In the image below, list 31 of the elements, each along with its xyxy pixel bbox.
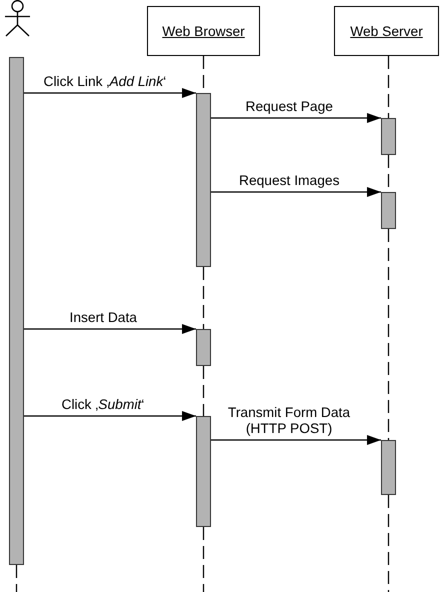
object-box [147, 6, 260, 56]
activation-bar [9, 57, 24, 565]
lifeline-segment [202, 267, 204, 329]
message-arrow [211, 435, 381, 445]
object-box [334, 6, 439, 56]
actor-icon [3, 0, 32, 37]
message-label: Insert Data [70, 310, 137, 326]
message-label: Request Page [246, 99, 333, 115]
message-arrow [24, 411, 196, 421]
message-label: Click Link ‚Add Link‘ [44, 74, 166, 90]
message-label: Request Images [239, 173, 340, 189]
message-label: Click ‚Submit‘ [62, 397, 144, 413]
activation-bar [381, 118, 396, 155]
activation-bar [196, 93, 211, 267]
lifeline-segment [202, 366, 204, 416]
message-arrow [211, 113, 381, 123]
activation-bar [381, 440, 396, 495]
lifeline-segment [388, 56, 390, 118]
message-arrow [211, 187, 381, 197]
message-label: Transmit Form Data (HTTP POST) [226, 405, 352, 437]
activation-bar [196, 329, 211, 366]
object-name: Web Browser [162, 24, 245, 38]
lifeline-segment [388, 229, 390, 440]
object-name: Web Server [350, 24, 423, 38]
lifeline-segment [388, 495, 390, 592]
lifeline-segment [202, 527, 204, 592]
activation-bar [196, 416, 211, 527]
lifeline-segment [16, 565, 18, 592]
message-arrow [24, 324, 196, 334]
message-arrow [24, 88, 196, 98]
activation-bar [381, 192, 396, 229]
